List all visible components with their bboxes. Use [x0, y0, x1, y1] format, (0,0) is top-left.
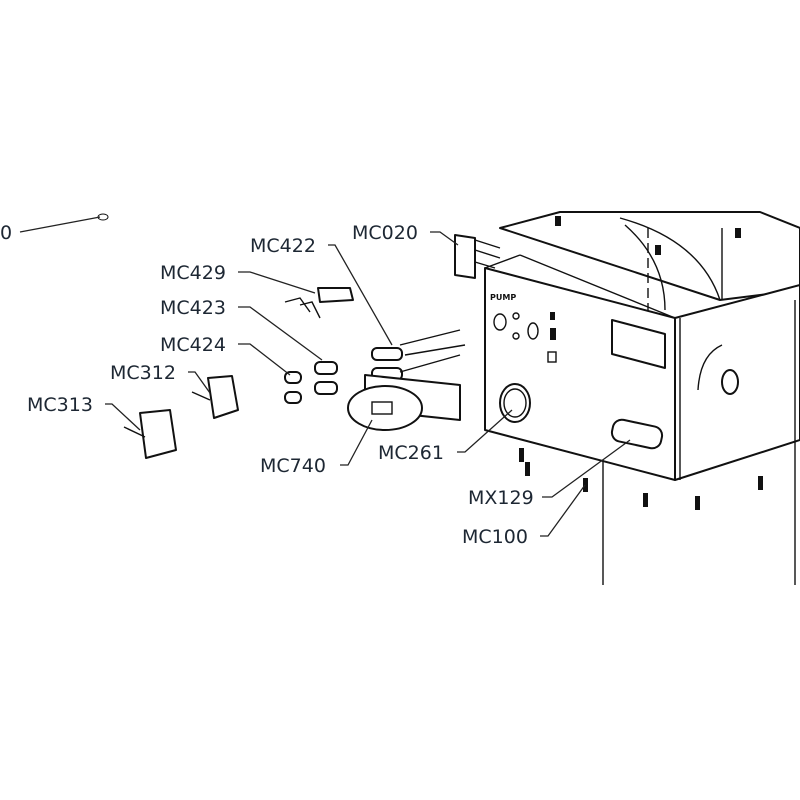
- panel-pump-text: PUMP: [490, 293, 516, 302]
- mc740-display-controller: [347, 374, 461, 431]
- leader-lines: [19, 216, 631, 537]
- label-mc020: MC020: [352, 222, 418, 244]
- label-mc429: MC429: [160, 262, 226, 284]
- mx129-badge: [610, 418, 664, 450]
- label-partial: 0: [0, 222, 12, 244]
- label-mc100: MC100: [462, 526, 528, 548]
- label-mc313: MC313: [27, 394, 93, 416]
- label-mc312: MC312: [110, 362, 176, 384]
- label-mc740: MC740: [260, 455, 326, 477]
- mc422-fuses: [371, 329, 466, 381]
- mc313-toggle-switch: [123, 409, 177, 459]
- mc312-toggle-switch: [191, 375, 239, 419]
- mc020-relay: [454, 234, 501, 279]
- mc423-fuse-holders: [314, 361, 338, 395]
- label-mc422: MC422: [250, 235, 316, 257]
- mc424-caps: [284, 371, 302, 404]
- label-mc261: MC261: [378, 442, 444, 464]
- mc429-connector: [284, 287, 354, 319]
- label-mc424: MC424: [160, 334, 226, 356]
- label-mx129: MX129: [468, 487, 534, 509]
- label-mc423: MC423: [160, 297, 226, 319]
- screws: [97, 213, 763, 510]
- cabinet-housing: PUMP: [484, 211, 800, 585]
